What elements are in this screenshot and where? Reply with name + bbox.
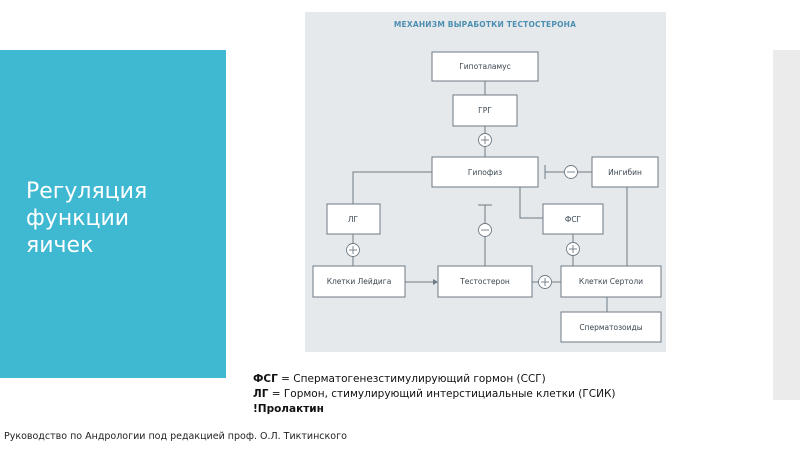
legend-fsg: ФСГ = Сперматогенезстимулирующий гормон … [253, 372, 773, 387]
node-grg: ГРГ [452, 94, 518, 127]
node-pituitary: Гипофиз [431, 156, 539, 188]
slide-title: Регуляция функции яичек [26, 179, 148, 258]
node-label: Клетки Лейдига [327, 277, 392, 286]
node-label: Ингибин [608, 168, 642, 177]
node-label: Клетки Сертоли [579, 277, 643, 286]
diagram-title: МЕХАНИЗМ ВЫРАБОТКИ ТЕСТОСТЕРОНА [394, 20, 576, 29]
node-label: Гипофиз [468, 168, 502, 177]
source-note: Руководство по Андрологии под редакцией … [4, 431, 347, 442]
node-label: ЛГ [348, 215, 359, 224]
legend-fsg-abbr: ФСГ [253, 373, 278, 385]
node-sertoli: Клетки Сертоли [560, 265, 662, 298]
testosterone-diagram: МЕХАНИЗМ ВЫРАБОТКИ ТЕСТОСТЕРОНА [305, 12, 666, 352]
plus-sign [566, 242, 580, 256]
node-label: ФСГ [565, 215, 582, 224]
node-spermatozoa: Сперматозоиды [560, 311, 662, 343]
minus-sign [564, 165, 578, 179]
legend-fsg-text: = Сперматогенезстимулирующий гормон (ССГ… [277, 373, 546, 385]
node-label: Гипоталамус [459, 62, 511, 71]
node-label: ГРГ [478, 106, 492, 115]
title-panel [0, 50, 226, 378]
plus-sign [538, 275, 552, 289]
legend-prolactin-text: !Пролактин [253, 403, 324, 415]
node-inhibin: Ингибин [591, 156, 659, 188]
legend-lg: ЛГ = Гормон, стимулирующий интерстициаль… [253, 387, 773, 402]
node-fsg: ФСГ [542, 203, 604, 235]
node-hypothalamus: Гипоталамус [431, 51, 539, 82]
minus-sign [478, 223, 492, 237]
plus-sign [478, 133, 492, 147]
edge-pituitary-lg [352, 171, 432, 204]
node-testosterone: Тестостерон [437, 265, 533, 298]
legend-lg-text: = Гормон, стимулирующий интерстициальные… [268, 388, 616, 400]
arrowhead [433, 279, 438, 285]
legend-lg-abbr: ЛГ [253, 388, 269, 400]
node-label: Тестостерон [459, 277, 510, 286]
legend: ФСГ = Сперматогенезстимулирующий гормон … [253, 372, 773, 417]
node-label: Сперматозоиды [579, 323, 642, 332]
legend-prolactin: !Пролактин [253, 402, 773, 417]
plus-sign [346, 243, 360, 257]
decorative-strip [773, 50, 800, 400]
node-lg: ЛГ [326, 203, 381, 235]
edge-pituitary-fsg [519, 187, 543, 219]
node-leydig: Клетки Лейдига [312, 265, 406, 298]
